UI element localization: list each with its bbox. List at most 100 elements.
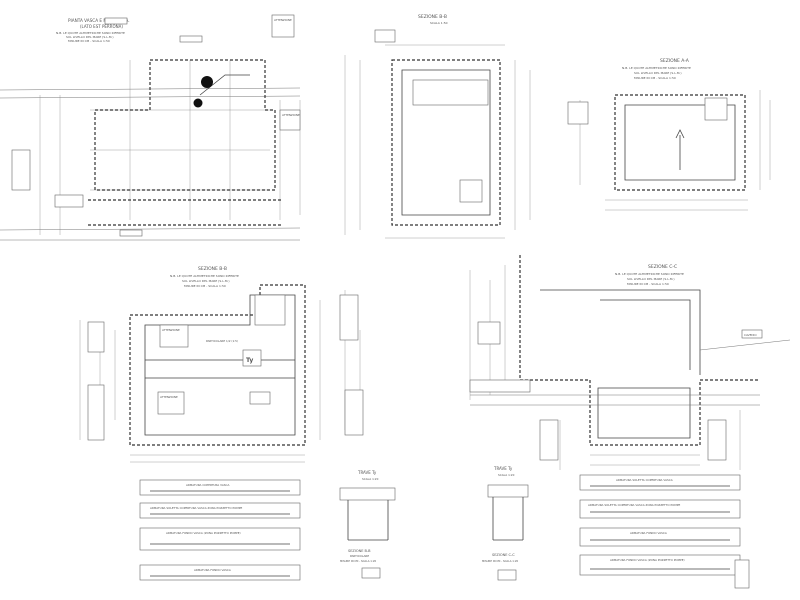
section-bb2-note-2: SUL LIVELLO DEL MARE (S.L.M.)	[182, 279, 230, 283]
section-bb-top: SEZIONE B-B SCALA 1:50	[344, 14, 531, 239]
plan-title-1: PIANTA VASCA E MURI IN C.A.	[68, 18, 130, 23]
section-bb-dims	[344, 44, 531, 239]
trave1-detail-scale: MISURE IN CM - SCALA 1:20	[340, 559, 376, 563]
plan-note-1: N.B. LE QUOTE ALTIMETRICHE SONO RIFERITE	[56, 31, 125, 35]
section-cc-callout-1	[477, 321, 501, 345]
trave1-detail-sub: PARTICOLARE	[350, 554, 369, 558]
plan-dim-tag-2	[179, 35, 203, 43]
plan-callout-2	[279, 109, 301, 131]
section-cc-ground	[470, 339, 791, 406]
section-bb2-bar-d	[344, 389, 364, 436]
trave2-detail-scale: MISURE IN CM - SCALA 1:20	[482, 559, 518, 563]
section-cc-note-1: N.B. LE QUOTE ALTIMETRICHE SONO RIFERITE	[615, 272, 684, 276]
trave1-small-box	[361, 567, 381, 579]
section-cc-cavedio-box	[741, 329, 763, 339]
section-bb-callout-1	[374, 29, 396, 43]
section-aa: SEZIONE A-A N.B. LE QUOTE ALTIMETRICHE S…	[567, 58, 771, 211]
section-bb2-ty-tag: Ty	[246, 357, 253, 364]
section-cc-cavedio: CAVEDIO	[744, 333, 757, 337]
section-bb2-callout-1	[254, 294, 286, 326]
plan-well-1	[201, 76, 213, 88]
trave1-section	[347, 500, 389, 541]
plan-wall-bottom	[88, 199, 282, 226]
section-bb2-callout-2	[159, 324, 189, 348]
schedule-right-3-box	[579, 527, 741, 547]
section-aa-callout-1	[567, 101, 589, 125]
plan-attention-2: ATTENZIONE	[282, 113, 300, 117]
section-bb-title: SEZIONE B-B	[418, 14, 447, 20]
section-aa-callout-2	[704, 97, 728, 121]
schedules-right: ARMATURA SOLETTA COPERTURA VASCA ARMATUR…	[579, 474, 750, 589]
section-bb2-attention-1: ATTENZIONE	[162, 328, 180, 332]
schedule-left-3-box	[139, 527, 301, 551]
section-aa-dims	[579, 90, 771, 211]
schedule-right-2: ARMATURA SOLETTA COPERTURA VASCA ZONA PO…	[588, 503, 680, 507]
section-aa-outer	[614, 94, 746, 191]
section-bb2-dims	[79, 290, 361, 463]
plan-dim-tag-3	[119, 229, 143, 237]
section-cc-scale: MISURE IN CM - SCALA 1:50	[627, 282, 669, 286]
trave-detail-2: TRAVE Ty SCALA 1:20 SEZIONE C-C MISURE I…	[482, 466, 529, 581]
section-cc-lower	[597, 387, 691, 439]
section-bb-lower: SEZIONE B-B N.B. LE QUOTE ALTIMETRICHE S…	[79, 266, 364, 463]
plan-road-lines	[0, 87, 301, 241]
section-aa-arrow	[675, 129, 685, 170]
section-cc: SEZIONE C-C N.B. LE QUOTE ALTIMETRICHE S…	[469, 255, 791, 470]
plan-scale: MISURE IN CM - SCALA 1:50	[68, 39, 110, 43]
section-bb2-callout-3	[157, 391, 185, 415]
section-aa-note-2: SUL LIVELLO DEL MARE (S.L.M.)	[634, 71, 682, 75]
section-aa-inner	[624, 104, 736, 181]
section-bb2-part-note: PARTICOLARE 1/2 (1:5)	[206, 339, 238, 343]
section-bb2-note-1: N.B. LE QUOTE ALTIMETRICHE SONO RIFERITE	[170, 274, 239, 278]
section-cc-bar-b	[707, 419, 727, 461]
section-cc-bar-a	[539, 419, 559, 461]
section-aa-note-1: N.B. LE QUOTE ALTIMETRICHE SONO RIFERITE	[622, 66, 691, 70]
section-cc-upper	[540, 289, 701, 375]
schedule-left-2: ARMATURA SOLETTA COPERTURA VASCA ZONA PO…	[150, 506, 242, 510]
plan-wall-outline	[94, 59, 276, 191]
schedule-right-2-box	[579, 499, 741, 519]
trave2-section	[492, 497, 524, 541]
section-bb2-callout-4	[249, 391, 271, 405]
section-cc-step	[469, 379, 531, 393]
schedules-left: ARMATURA COPERTURA VASCA ARMATURA SOLETT…	[139, 479, 301, 581]
schedule-right-3: ARMATURA FONDO VASCA	[630, 531, 667, 535]
trave2-beam	[487, 484, 529, 498]
trave1-detail-title: SEZIONE B-B	[348, 549, 371, 553]
plan-well-2	[193, 98, 203, 108]
trave1-title: TRAVE Ty	[357, 470, 377, 475]
plan-dim-tag-1	[104, 17, 128, 25]
section-aa-scale: MISURE IN CM - SCALA 1:50	[634, 76, 676, 80]
schedule-left-4: ARMATURA FONDO VASCA	[194, 568, 231, 572]
section-bb2-slab	[145, 359, 295, 379]
section-bb2-attention-2: ATTENZIONE	[160, 395, 178, 399]
trave2-small-box	[497, 569, 517, 581]
section-bb2-bar-a	[87, 321, 105, 353]
schedule-right-4: ARMATURA FONDO VASCA (ZONA POZZETTO POMP…	[610, 558, 685, 562]
section-bb2-bar-b	[87, 384, 105, 441]
plan-axes	[90, 60, 270, 220]
plan-tag-box	[54, 194, 84, 208]
trave1-scale: SCALA 1:20	[362, 477, 379, 481]
section-cc-title: SEZIONE C-C	[648, 264, 677, 270]
section-bb2-scale: MISURE IN CM - SCALA 1:50	[184, 284, 226, 288]
plan-callout-1	[271, 14, 295, 38]
plan-note-2: SUL LIVELLO DEL MARE (S.L.M.)	[66, 35, 114, 39]
trave2-scale: SCALA 1:20	[498, 473, 515, 477]
plan-attention-1: ATTENZIONE	[274, 18, 292, 22]
plan-side-label-box	[11, 149, 31, 191]
trave-detail-1: TRAVE Ty SCALA 1:20 SEZIONE B-B PARTICOL…	[339, 470, 396, 579]
section-bb-callout-2	[459, 179, 483, 203]
plan-dim-lines	[39, 95, 301, 235]
section-aa-title: SEZIONE A-A	[660, 58, 690, 64]
section-bb-outer	[391, 59, 501, 226]
schedule-right-1: ARMATURA SOLETTA COPERTURA VASCA	[616, 478, 673, 482]
schedule-left-3: ARMATURA FONDO VASCA (ZONA POZZETTO POMP…	[166, 531, 241, 535]
trave2-title: TRAVE Ty	[493, 466, 513, 471]
section-cc-note-2: SUL LIVELLO DEL MARE (S.L.M.)	[627, 277, 675, 281]
trave1-beam	[339, 487, 396, 501]
trave2-detail-title: SEZIONE C-C	[492, 553, 515, 557]
section-bb-hatch	[412, 79, 489, 106]
plan-pipe	[199, 74, 250, 96]
